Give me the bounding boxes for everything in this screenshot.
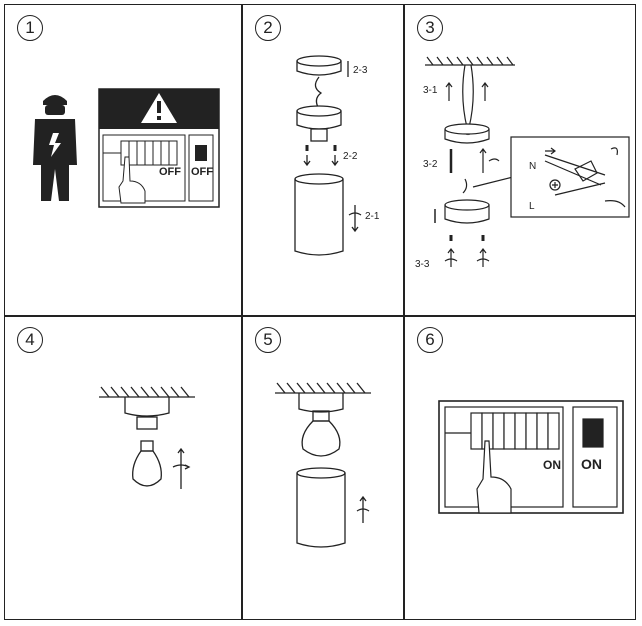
step-6-illustration: ON ON	[438, 400, 624, 514]
step-6-panel: 6 ON ON	[404, 316, 636, 620]
ceiling-hatch	[425, 56, 515, 66]
off-label-breaker: OFF	[159, 166, 181, 178]
step-5-panel: 5	[242, 316, 404, 620]
breaker-panel-on: ON ON	[438, 400, 624, 514]
step-2-1-label: 2-1	[365, 211, 380, 222]
ceiling-plate	[296, 55, 342, 76]
wires	[314, 76, 323, 110]
step-3-2-label: 3-2	[423, 159, 438, 170]
lamp-holder-4	[124, 397, 170, 430]
step-3-illustration: 3-1 3-2 3-3	[415, 56, 630, 270]
step-1-illustration: OFF OFF	[33, 88, 220, 208]
step-4-number: 4	[17, 327, 43, 353]
wiring-detail-inset	[510, 136, 630, 218]
step-3-number: 3	[417, 15, 443, 41]
rotate-arrow-2-1	[351, 205, 359, 233]
lamp-holder	[296, 105, 342, 142]
ceiling-plate-3	[444, 123, 490, 144]
live-label: L	[529, 201, 535, 212]
step-6-number: 6	[417, 327, 443, 353]
step-1-panel: 1	[4, 4, 242, 316]
ceiling-hatch-5	[275, 382, 371, 394]
cylinder-shade	[294, 173, 344, 256]
step-2-2-label: 2-2	[343, 151, 358, 162]
connector	[462, 178, 468, 194]
cylinder-shade-5	[296, 467, 346, 548]
electrician-icon	[33, 95, 77, 201]
step-2-3-label: 2-3	[353, 65, 368, 76]
step-2-illustration: 2-3 2-2 2-1	[294, 55, 380, 256]
breaker-panel-warning: OFF OFF	[98, 88, 220, 208]
step-4-illustration	[99, 386, 195, 489]
step-1-number: 1	[17, 15, 43, 41]
bulb-icon-5	[301, 420, 341, 457]
step-5-number: 5	[255, 327, 281, 353]
step-3-3-label: 3-3	[415, 259, 430, 270]
on-label-switch: ON	[581, 456, 602, 472]
step-4-panel: 4	[4, 316, 242, 620]
step-2-panel: 2 2-3 2-2	[242, 4, 404, 316]
hand-icon-6	[476, 440, 512, 514]
lamp-holder-3	[444, 199, 490, 224]
off-label-switch: OFF	[191, 166, 213, 178]
screws-2-2	[303, 145, 339, 167]
lamp-holder-5	[298, 393, 344, 413]
step-3-panel: 3 3-1 3-2 3	[404, 4, 636, 316]
step-5-illustration	[275, 382, 371, 548]
breaker-row	[120, 140, 178, 166]
step-3-1-label: 3-1	[423, 85, 438, 96]
on-label-breaker: ON	[543, 458, 561, 472]
instruction-grid: 1	[4, 4, 636, 620]
hand-icon	[118, 156, 146, 204]
breaker-row-6	[470, 412, 560, 450]
bulb-icon	[132, 440, 162, 487]
step-2-number: 2	[255, 15, 281, 41]
ceiling-hatch-4	[99, 386, 195, 398]
neutral-label: N	[529, 161, 536, 172]
